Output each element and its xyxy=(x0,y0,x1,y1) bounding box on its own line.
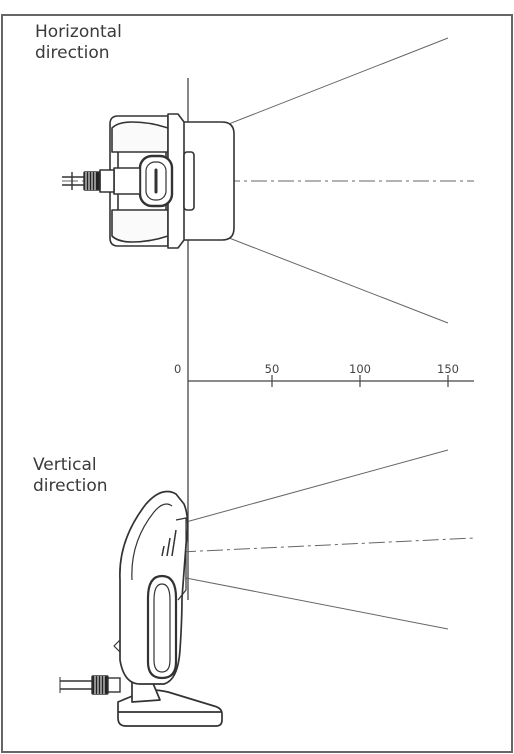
horizontal-title-line-2: direction xyxy=(35,43,110,63)
vertical-title-line-1: Vertical xyxy=(33,455,97,475)
scale-label-150: 150 xyxy=(437,362,459,376)
scale-label-0: 0 xyxy=(174,362,181,376)
vertical-direction-title: Vertical direction xyxy=(33,455,108,497)
scale-label-50: 50 xyxy=(265,362,280,376)
horizontal-direction-title: Horizontal direction xyxy=(35,22,122,64)
horizontal-title-line-1: Horizontal xyxy=(35,22,122,42)
scanner-side-view xyxy=(113,490,223,727)
signal-icon xyxy=(161,529,177,557)
vertical-center-axis xyxy=(179,537,475,553)
diagram-border xyxy=(1,14,513,753)
distance-scale: 0 50 100 150 xyxy=(174,362,474,387)
horizontal-field-of-view xyxy=(187,37,449,324)
scanner-top-view xyxy=(99,113,235,249)
scale-label-100: 100 xyxy=(349,362,371,376)
vertical-field-of-view xyxy=(185,449,449,630)
vertical-title-line-2: direction xyxy=(33,476,108,496)
cable-top-view xyxy=(62,171,101,191)
cable-side-view xyxy=(59,675,121,695)
